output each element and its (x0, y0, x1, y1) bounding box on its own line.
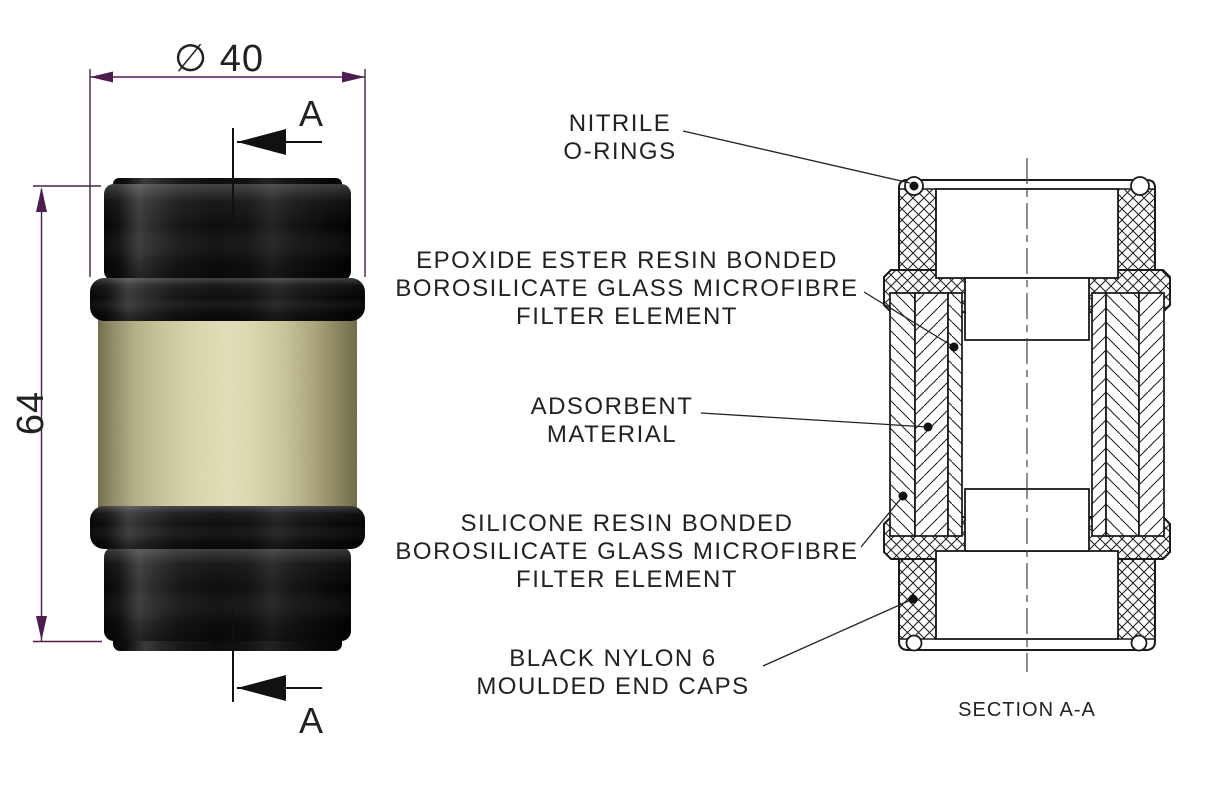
rendered-view (90, 178, 365, 651)
label-line: BOROSILICATE GLASS MICROFIBRE (395, 275, 858, 302)
leader-adsorbent (700, 412, 929, 428)
epoxide-filter-wall-right (1091, 292, 1107, 537)
section-caption: SECTION A-A (958, 699, 1096, 721)
bottom-end-cap-gloss (104, 547, 351, 641)
leader-silicone (860, 495, 904, 548)
media-tubes-left (889, 292, 963, 537)
label-line: MOULDED END CAPS (476, 673, 749, 700)
label-line: FILTER ELEMENT (516, 566, 738, 593)
dimension-diameter: ∅ 40 (89, 38, 366, 277)
adsorbent-wall-right (1105, 292, 1140, 537)
dimension-height: 64 (10, 185, 102, 643)
label-line: BLACK NYLON 6 (509, 645, 717, 672)
label-line: SILICONE RESIN BONDED (461, 510, 794, 537)
leader-dot-adsorbent (923, 422, 933, 432)
label-epoxide-filter-element: EPOXIDE ESTER RESIN BONDED BOROSILICATE … (395, 247, 858, 330)
o-ring-top-right (1130, 176, 1150, 196)
leader-epoxide (863, 291, 955, 348)
o-ring-bottom-right (1130, 634, 1148, 652)
label-line: EPOXIDE ESTER RESIN BONDED (416, 247, 838, 274)
leader-dot-orings (909, 181, 919, 191)
leader-dot-silicone (898, 491, 908, 501)
leader-dot-endcaps (908, 594, 918, 604)
section-letter: A (299, 93, 323, 134)
arrow-head (237, 675, 286, 701)
label-line: BOROSILICATE GLASS MICROFIBRE (395, 538, 858, 565)
top-cap-wall-right (1117, 188, 1156, 271)
callout-labels: NITRILE O-RINGS EPOXIDE ESTER RESIN BOND… (395, 110, 858, 700)
label-silicone-filter-element: SILICONE RESIN BONDED BOROSILICATE GLASS… (395, 510, 858, 593)
top-cap-wall-left (898, 188, 937, 271)
leader-orings (682, 130, 911, 184)
dim-arrow-down (36, 616, 47, 641)
bottom-flange-gloss (90, 506, 365, 549)
section-cut-marker-top: A (232, 93, 323, 222)
diameter-value: ∅ 40 (174, 38, 264, 80)
silicone-filter-wall-right (1138, 292, 1165, 537)
o-ring-bottom-left (905, 634, 923, 652)
label-line: FILTER ELEMENT (516, 303, 738, 330)
leader-endcaps (762, 598, 914, 667)
label-end-caps: BLACK NYLON 6 MOULDED END CAPS (476, 645, 749, 700)
section-cut-marker-bottom: A (232, 608, 323, 741)
dim-arrow-left (90, 71, 113, 83)
label-line: MATERIAL (547, 421, 677, 448)
media-tubes-right (1091, 292, 1165, 537)
adsorbent-wall-left (914, 292, 949, 537)
leader-dot-epoxide (949, 342, 959, 352)
label-line: ADSORBENT (531, 393, 694, 420)
top-flange-gloss (90, 278, 365, 321)
dim-arrow-right (342, 71, 365, 83)
label-adsorbent-material: ADSORBENT MATERIAL (531, 393, 694, 448)
section-letter: A (299, 700, 323, 741)
label-line: NITRILE (569, 110, 672, 137)
label-line: O-RINGS (563, 138, 676, 165)
arrow-head (237, 129, 286, 155)
dim-arrow-up (36, 187, 47, 212)
filter-media-grain (98, 318, 357, 509)
o-rings-section (904, 176, 1150, 652)
height-value: 64 (10, 391, 52, 435)
leader-lines (682, 130, 959, 667)
top-end-cap-gloss (104, 184, 351, 281)
epoxide-filter-wall-left (947, 292, 963, 537)
label-nitrile-o-rings: NITRILE O-RINGS (563, 110, 676, 165)
bottom-cap-wall-right (1117, 558, 1156, 640)
